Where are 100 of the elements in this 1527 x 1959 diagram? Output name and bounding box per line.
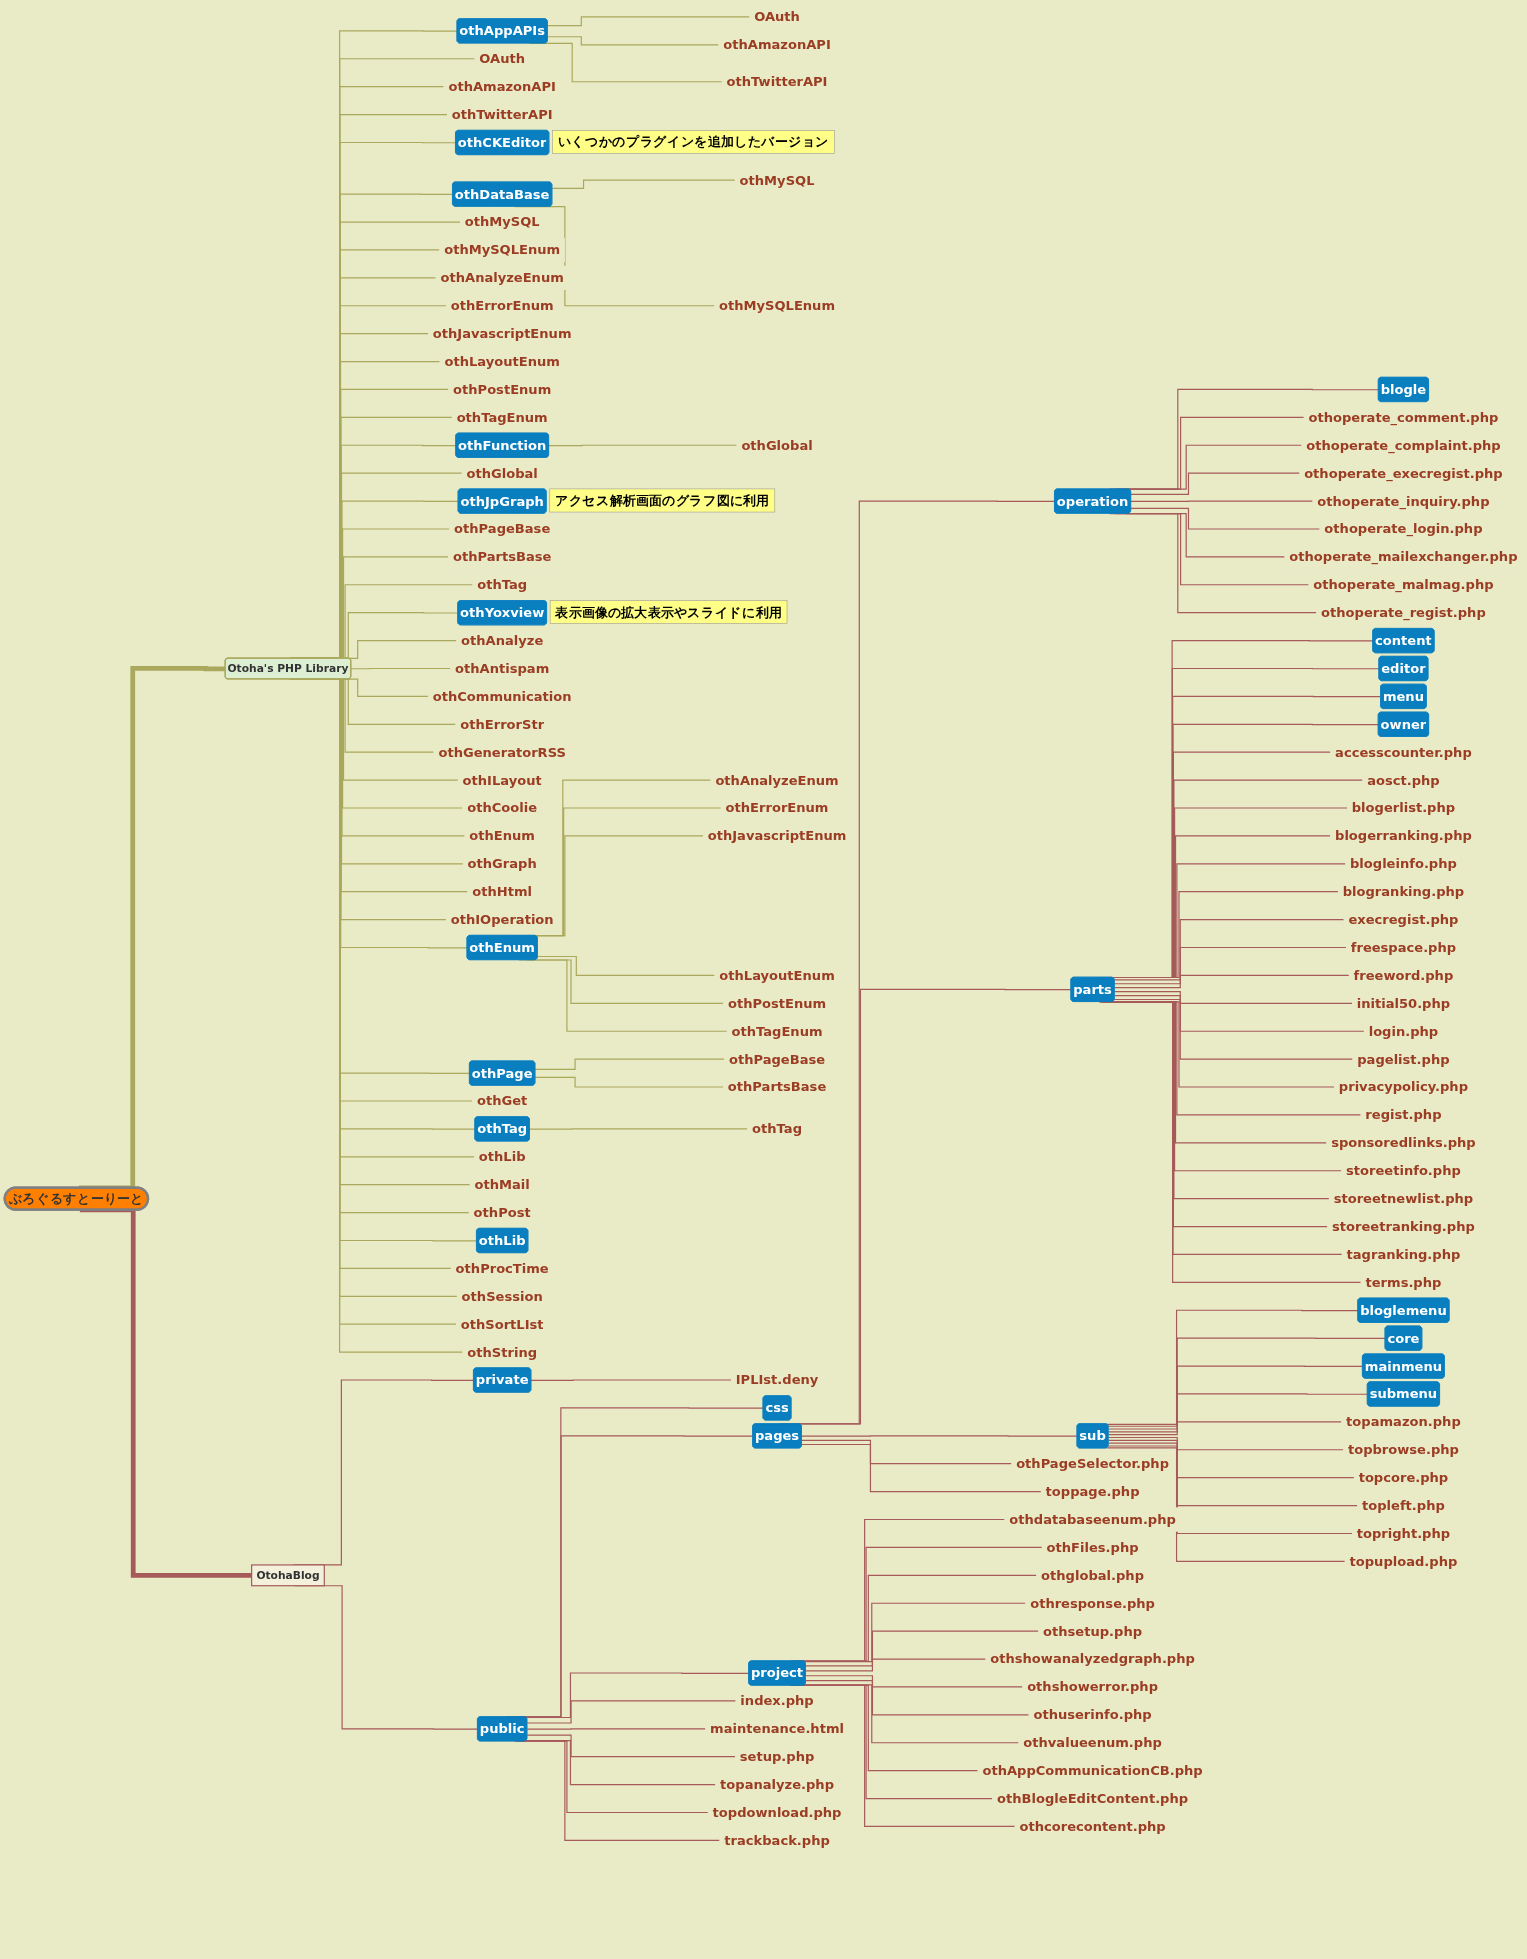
node-text: topbrowse.php xyxy=(1347,1442,1459,1458)
node-text: othAppCommunicationCB.php xyxy=(982,1763,1203,1779)
node-text: othdatabaseenum.php xyxy=(1009,1512,1176,1527)
connector xyxy=(805,1658,987,1672)
connector xyxy=(551,179,736,189)
connector xyxy=(526,1700,737,1724)
connector xyxy=(534,1058,725,1070)
node-text: othAmazonAPI xyxy=(723,37,831,53)
node-text: othTagEnum xyxy=(456,409,548,425)
node-label: 表示画像の拡大表示やスライドに利用 xyxy=(555,604,782,620)
node-text: othAmazonAPI xyxy=(448,79,556,95)
connector xyxy=(534,1076,724,1088)
connector xyxy=(1113,995,1365,1032)
node-text: blogerranking.php xyxy=(1335,828,1472,844)
connector xyxy=(1107,1421,1342,1436)
node-text: othresponse.php xyxy=(1030,1595,1155,1611)
node-text: othMySQLEnum xyxy=(719,298,836,314)
node-text: othoperate_mailexchanger.php xyxy=(1289,549,1518,565)
node-text: storeetnewlist.php xyxy=(1333,1191,1474,1207)
node-text: othoperate_execregist.php xyxy=(1304,465,1503,481)
node-text: OAuth xyxy=(754,9,800,25)
node-text: blogerlist.php xyxy=(1351,800,1456,816)
connector xyxy=(1130,507,1321,530)
connector xyxy=(805,1675,1023,1688)
node-text: privacypolicy.php xyxy=(1338,1079,1468,1095)
node-text: othString xyxy=(467,1344,538,1360)
connector xyxy=(1107,1439,1355,1479)
connector xyxy=(1106,1447,1346,1562)
node-text: othErrorEnum xyxy=(450,298,554,314)
node-text: othPartsBase xyxy=(452,549,552,565)
node-label: いくつかのプラグインを追加したバージョン xyxy=(557,134,830,150)
node-text: othJavascriptEnum xyxy=(432,326,572,342)
connector xyxy=(805,1680,1030,1716)
connector xyxy=(1107,1436,1344,1451)
node-text: othGet xyxy=(476,1093,528,1109)
node-text: othGlobal xyxy=(741,437,813,453)
connector xyxy=(1107,1445,1353,1535)
node-text: storeetranking.php xyxy=(1332,1219,1475,1234)
node-text: othLib xyxy=(478,1149,526,1165)
node-text: othAnalyzeEnum xyxy=(715,772,839,788)
node-text: othBlogleEditContent.php xyxy=(997,1791,1189,1806)
node-text: othoperate_inquiry.php xyxy=(1317,493,1490,509)
node-text: othGlobal xyxy=(466,465,538,481)
node-label: アクセス解析画面のグラフ図に利用 xyxy=(555,493,770,508)
node-text: login.php xyxy=(1368,1023,1439,1039)
node-text: topleft.php xyxy=(1362,1498,1445,1513)
connector xyxy=(526,1734,736,1758)
connector xyxy=(548,444,738,447)
node-text: othEnum xyxy=(469,828,535,844)
node-text: othPartsBase xyxy=(727,1079,827,1095)
node-text: othoperate_regist.php xyxy=(1321,605,1486,621)
node-text: othCoolie xyxy=(467,800,538,816)
node-text: blogranking.php xyxy=(1342,884,1465,900)
node-text: setup.php xyxy=(739,1749,815,1765)
node-text: othGraph xyxy=(467,856,537,872)
node-text: othMail xyxy=(474,1177,530,1193)
connector xyxy=(1107,1337,1386,1427)
node-text: othGeneratorRSS xyxy=(438,744,566,760)
node-text: othPageBase xyxy=(454,521,551,537)
node-text: othMySQL xyxy=(464,214,540,230)
node-text: othPost xyxy=(473,1205,531,1221)
connector xyxy=(530,1379,732,1381)
connector xyxy=(529,1128,748,1130)
node-text: othoperate_complaint.php xyxy=(1306,437,1501,453)
connector xyxy=(1107,1442,1358,1507)
node-text: topamazon.php xyxy=(1346,1414,1461,1430)
node-text: othAnalyze xyxy=(461,633,544,648)
node-text: othAntispam xyxy=(455,661,550,676)
node-text: othLayoutEnum xyxy=(719,968,835,983)
node-text: othIOperation xyxy=(450,912,554,928)
node-text: othglobal.php xyxy=(1041,1567,1145,1583)
node-text: terms.php xyxy=(1365,1274,1442,1290)
connector xyxy=(801,1435,1078,1437)
connector xyxy=(1113,946,1347,985)
connector xyxy=(803,1602,1026,1663)
node-text: othPageSelector.php xyxy=(1016,1456,1169,1472)
node-text: storeetinfo.php xyxy=(1346,1163,1461,1179)
connector xyxy=(1130,500,1314,502)
node-text: topdownload.php xyxy=(712,1805,842,1820)
node-text: othoperate_malmag.php xyxy=(1313,577,1494,593)
connector xyxy=(805,1630,1039,1667)
node-text: othshowerror.php xyxy=(1027,1679,1158,1695)
node-text: blogleinfo.php xyxy=(1349,856,1457,872)
connector xyxy=(801,1439,1012,1465)
node-text: trackback.php xyxy=(724,1832,830,1848)
node-text: sponsoredlinks.php xyxy=(1331,1135,1476,1151)
connector xyxy=(1113,974,1350,989)
node-text: othoperate_login.php xyxy=(1324,521,1483,537)
node-text: IPLIst.deny xyxy=(735,1372,819,1388)
node-text: othMySQL xyxy=(739,172,815,188)
connector xyxy=(1113,919,1345,981)
node-text: othsetup.php xyxy=(1043,1623,1143,1639)
node-text: othTwitterAPI xyxy=(726,74,828,90)
node-text: index.php xyxy=(740,1693,814,1709)
node-text: othLayoutEnum xyxy=(444,354,560,369)
connector xyxy=(803,1684,1020,1744)
connector xyxy=(1107,1393,1369,1433)
node-text: othErrorStr xyxy=(460,716,545,732)
node-text: topright.php xyxy=(1356,1526,1451,1541)
node-text: othuserinfo.php xyxy=(1033,1707,1152,1723)
